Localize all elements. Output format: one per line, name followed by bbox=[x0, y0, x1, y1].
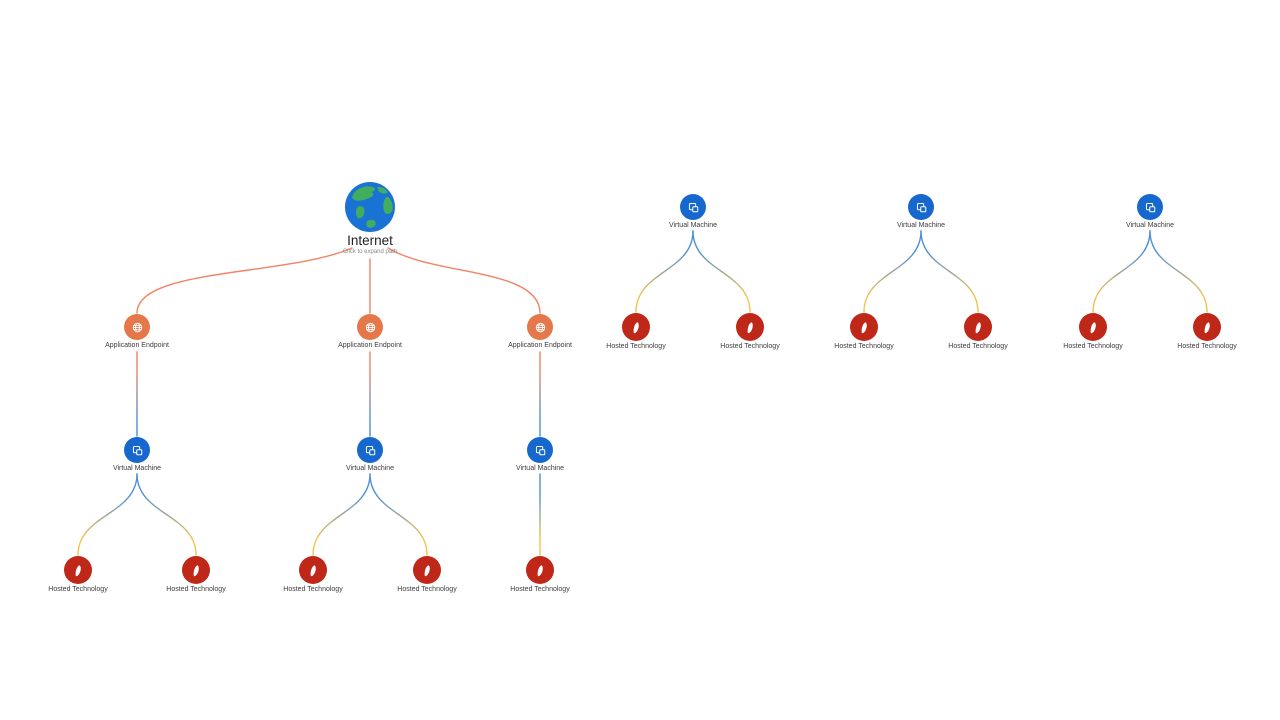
quill-icon bbox=[975, 322, 981, 334]
hosted-technology-circle bbox=[64, 556, 92, 584]
node-label: Hosted Technology bbox=[834, 343, 894, 350]
application-endpoint-circle bbox=[124, 314, 150, 340]
node-virtual-machine[interactable]: Virtual Machine bbox=[669, 194, 717, 229]
node-hosted-technology[interactable]: Hosted Technology bbox=[834, 313, 894, 350]
edge-vm1-ht1 bbox=[77, 473, 138, 556]
node-label: Hosted Technology bbox=[397, 586, 457, 593]
node-hosted-technology[interactable]: Hosted Technology bbox=[510, 556, 570, 593]
node-label: Hosted Technology bbox=[606, 343, 666, 350]
hosted-technology-circle bbox=[526, 556, 554, 584]
node-virtual-machine[interactable]: Virtual Machine bbox=[113, 437, 161, 472]
node-label: Internet bbox=[347, 233, 393, 248]
node-label: Hosted Technology bbox=[48, 586, 108, 593]
node-label: Application Endpoint bbox=[508, 342, 572, 349]
node-label: Hosted Technology bbox=[1177, 343, 1237, 350]
node-hosted-technology[interactable]: Hosted Technology bbox=[720, 313, 780, 350]
internet-circle bbox=[345, 182, 395, 232]
node-label: Virtual Machine bbox=[515, 465, 565, 472]
node-label: Hosted Technology bbox=[283, 586, 343, 593]
node-application-endpoint[interactable]: Application Endpoint bbox=[105, 314, 169, 349]
node-hosted-technology[interactable]: Hosted Technology bbox=[48, 556, 108, 593]
virtual-machine-circle bbox=[908, 194, 934, 220]
edge-vm2-ht4 bbox=[369, 473, 428, 556]
virtual-machine-circle bbox=[1137, 194, 1163, 220]
quill-icon bbox=[1204, 322, 1210, 334]
quill-icon bbox=[1090, 322, 1096, 334]
hosted-technology-circle bbox=[736, 313, 764, 341]
edge-vm6-ht11 bbox=[1149, 230, 1208, 313]
node-label: Hosted Technology bbox=[166, 586, 226, 593]
hosted-technology-circle bbox=[1079, 313, 1107, 341]
edge-internet-ae3 bbox=[387, 247, 541, 314]
quill-icon bbox=[747, 322, 753, 334]
quill-icon bbox=[310, 565, 316, 577]
copy-icon bbox=[916, 202, 926, 212]
quill-icon bbox=[424, 565, 430, 577]
hosted-technology-circle bbox=[182, 556, 210, 584]
node-label: Application Endpoint bbox=[105, 342, 169, 349]
globe-wireframe-icon bbox=[132, 322, 142, 332]
quill-icon bbox=[861, 322, 867, 334]
node-label: Virtual Machine bbox=[1125, 222, 1175, 229]
edge-vm1-ht2 bbox=[136, 473, 197, 556]
globe-icon bbox=[345, 182, 395, 232]
node-label: Virtual Machine bbox=[896, 222, 946, 229]
hosted-technology-circle bbox=[299, 556, 327, 584]
node-hosted-technology[interactable]: Hosted Technology bbox=[1063, 313, 1123, 350]
node-hosted-technology[interactable]: Hosted Technology bbox=[606, 313, 666, 350]
copy-icon bbox=[132, 445, 142, 455]
edge-vm2-ht3 bbox=[312, 473, 371, 556]
node-hosted-technology[interactable]: Hosted Technology bbox=[1177, 313, 1237, 350]
node-application-endpoint[interactable]: Application Endpoint bbox=[508, 314, 572, 349]
hosted-technology-circle bbox=[850, 313, 878, 341]
node-virtual-machine[interactable]: Virtual Machine bbox=[516, 437, 564, 472]
copy-icon bbox=[365, 445, 375, 455]
node-label: Hosted Technology bbox=[720, 343, 780, 350]
node-virtual-machine[interactable]: Virtual Machine bbox=[897, 194, 945, 229]
virtual-machine-circle bbox=[680, 194, 706, 220]
edge-internet-ae1 bbox=[136, 247, 353, 314]
node-virtual-machine[interactable]: Virtual Machine bbox=[346, 437, 394, 472]
node-virtual-machine[interactable]: Virtual Machine bbox=[1126, 194, 1174, 229]
application-endpoint-circle bbox=[527, 314, 553, 340]
node-hosted-technology[interactable]: Hosted Technology bbox=[166, 556, 226, 593]
hosted-technology-circle bbox=[622, 313, 650, 341]
virtual-machine-circle bbox=[357, 437, 383, 463]
node-label: Application Endpoint bbox=[338, 342, 402, 349]
node-label: Virtual Machine bbox=[345, 465, 395, 472]
copy-icon bbox=[1145, 202, 1155, 212]
virtual-machine-circle bbox=[124, 437, 150, 463]
node-label: Hosted Technology bbox=[1063, 343, 1123, 350]
quill-icon bbox=[193, 565, 199, 577]
quill-icon bbox=[75, 565, 81, 577]
node-label: Virtual Machine bbox=[112, 465, 162, 472]
edge-vm5-ht8 bbox=[863, 230, 922, 313]
edge-vm5-ht9 bbox=[920, 230, 979, 313]
edge-vm6-ht10 bbox=[1092, 230, 1151, 313]
hosted-technology-circle bbox=[413, 556, 441, 584]
node-sublabel: Click to expand path bbox=[342, 249, 398, 255]
node-hosted-technology[interactable]: Hosted Technology bbox=[948, 313, 1008, 350]
virtual-machine-circle bbox=[527, 437, 553, 463]
globe-wireframe-icon bbox=[365, 322, 375, 332]
node-label: Virtual Machine bbox=[668, 222, 718, 229]
application-endpoint-circle bbox=[357, 314, 383, 340]
node-label: Hosted Technology bbox=[510, 586, 570, 593]
node-hosted-technology[interactable]: Hosted Technology bbox=[283, 556, 343, 593]
node-label: Hosted Technology bbox=[948, 343, 1008, 350]
globe-wireframe-icon bbox=[535, 322, 545, 332]
node-application-endpoint[interactable]: Application Endpoint bbox=[338, 314, 402, 349]
copy-icon bbox=[535, 445, 545, 455]
node-hosted-technology[interactable]: Hosted Technology bbox=[397, 556, 457, 593]
hosted-technology-circle bbox=[964, 313, 992, 341]
edge-vm4-ht6 bbox=[635, 230, 694, 313]
hosted-technology-circle bbox=[1193, 313, 1221, 341]
quill-icon bbox=[633, 322, 639, 334]
edge-vm4-ht7 bbox=[692, 230, 751, 313]
quill-icon bbox=[537, 565, 543, 577]
copy-icon bbox=[688, 202, 698, 212]
